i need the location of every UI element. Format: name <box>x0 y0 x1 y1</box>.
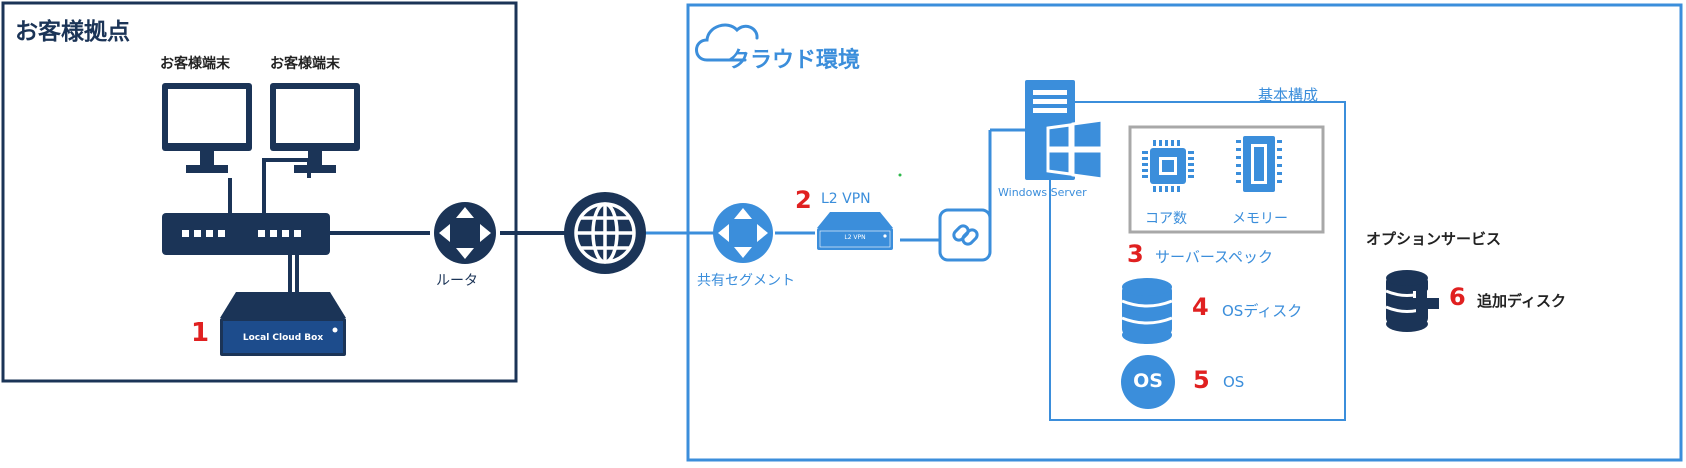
os-icon <box>1121 355 1175 409</box>
terminal-label-2: お客様端末 <box>270 56 340 72</box>
link-icon <box>938 208 992 262</box>
vpn-label: L2 VPN <box>821 191 871 207</box>
os-number: 5 <box>1193 366 1210 394</box>
monitor-2-icon <box>270 83 360 173</box>
shared-segment-label: 共有セグメント <box>697 273 795 289</box>
cpu-icon <box>1142 140 1194 192</box>
disk-label: OSディスク <box>1222 302 1303 320</box>
options-title: オプションサービス <box>1366 230 1502 248</box>
vpn-device-label: L2 VPN <box>844 234 866 241</box>
router-label: ルータ <box>436 273 478 289</box>
terminal-label-1: お客様端末 <box>160 56 230 72</box>
additional-disk-icon <box>1385 270 1439 332</box>
internet-globe-icon <box>564 192 646 274</box>
core-label: コア数 <box>1145 211 1187 227</box>
vpn-number: 2 <box>795 186 812 214</box>
local-cloud-box-icon <box>220 292 346 356</box>
customer-site-title: お客様拠点 <box>15 19 130 45</box>
green-dot <box>898 173 902 177</box>
basic-config-label: 基本構成 <box>1258 86 1319 104</box>
local-cloud-box-label: Local Cloud Box <box>242 333 324 343</box>
customer-site-frame <box>1 1 518 383</box>
basic-config-frame <box>1049 101 1346 421</box>
memory-icon <box>1236 136 1282 192</box>
cloud-outline-icon <box>695 23 759 62</box>
spec-label: サーバースペック <box>1155 248 1274 266</box>
cloud-title: クラウド環境 <box>728 48 861 73</box>
shared-segment-icon <box>713 203 773 263</box>
add-disk-number: 6 <box>1449 283 1466 311</box>
server-label: Windows Server <box>998 186 1087 199</box>
box-number: 1 <box>191 318 210 348</box>
l2-vpn-device-icon <box>817 212 893 250</box>
monitor-1-icon <box>162 83 252 173</box>
add-disk-label: 追加ディスク <box>1477 292 1566 310</box>
os-disk-icon <box>1121 278 1173 344</box>
os-icon-text: OS <box>1133 370 1163 392</box>
os-label: OS <box>1223 373 1245 391</box>
windows-server-icon <box>1025 80 1104 181</box>
spec-number: 3 <box>1127 240 1144 268</box>
router-icon <box>434 202 496 264</box>
disk-number: 4 <box>1192 293 1209 321</box>
switch-icon <box>162 213 330 255</box>
memory-label: メモリー <box>1232 211 1288 227</box>
resource-frame <box>1128 125 1325 234</box>
